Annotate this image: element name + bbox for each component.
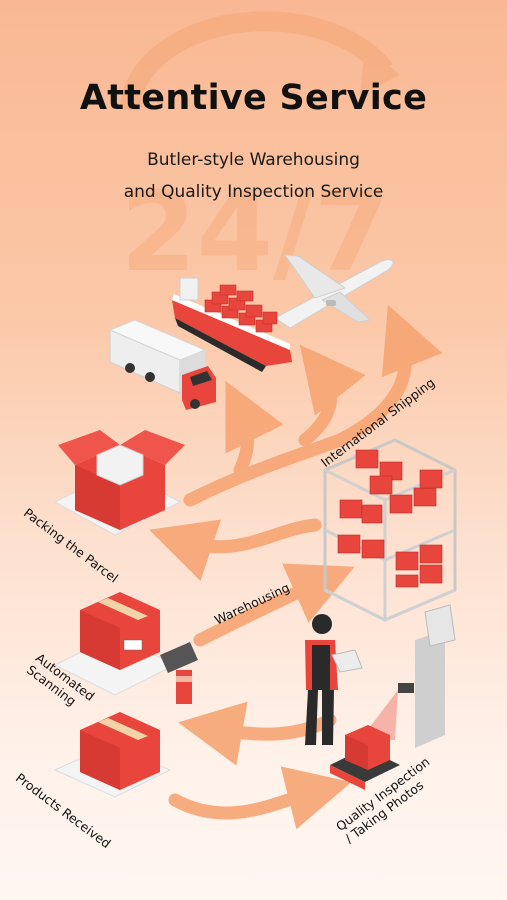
photo-kiosk-icon (360, 604, 456, 748)
truck-icon (108, 319, 216, 410)
scanning-box-icon (53, 592, 177, 696)
arrow-plane (333, 304, 443, 447)
open-box-icon (53, 430, 185, 536)
watermark-247: 24/7 (120, 168, 390, 296)
inspector-worker-icon (305, 614, 363, 745)
clock-ring-icon (120, 11, 400, 111)
product-box-icon (53, 712, 172, 798)
arrow-to-packing (149, 518, 322, 582)
arrow-to-shipping (183, 433, 347, 507)
arrow-ship (298, 344, 366, 447)
barcode-scanner-icon (160, 642, 198, 704)
page-title: Attentive Service (79, 78, 428, 118)
arrow-to-warehouse (193, 563, 355, 647)
robot-cart-icon (330, 725, 400, 790)
airplane-icon (274, 254, 394, 329)
cargo-ship-icon (172, 277, 292, 372)
arrow-truck (225, 380, 284, 477)
subtitle-line-2: and Quality Inspection Service (123, 182, 384, 202)
subtitle-line-1: Butler-style Warehousing (147, 150, 360, 170)
warehouse-shelf-icon (323, 438, 457, 622)
arrow-to-quality (168, 766, 352, 830)
